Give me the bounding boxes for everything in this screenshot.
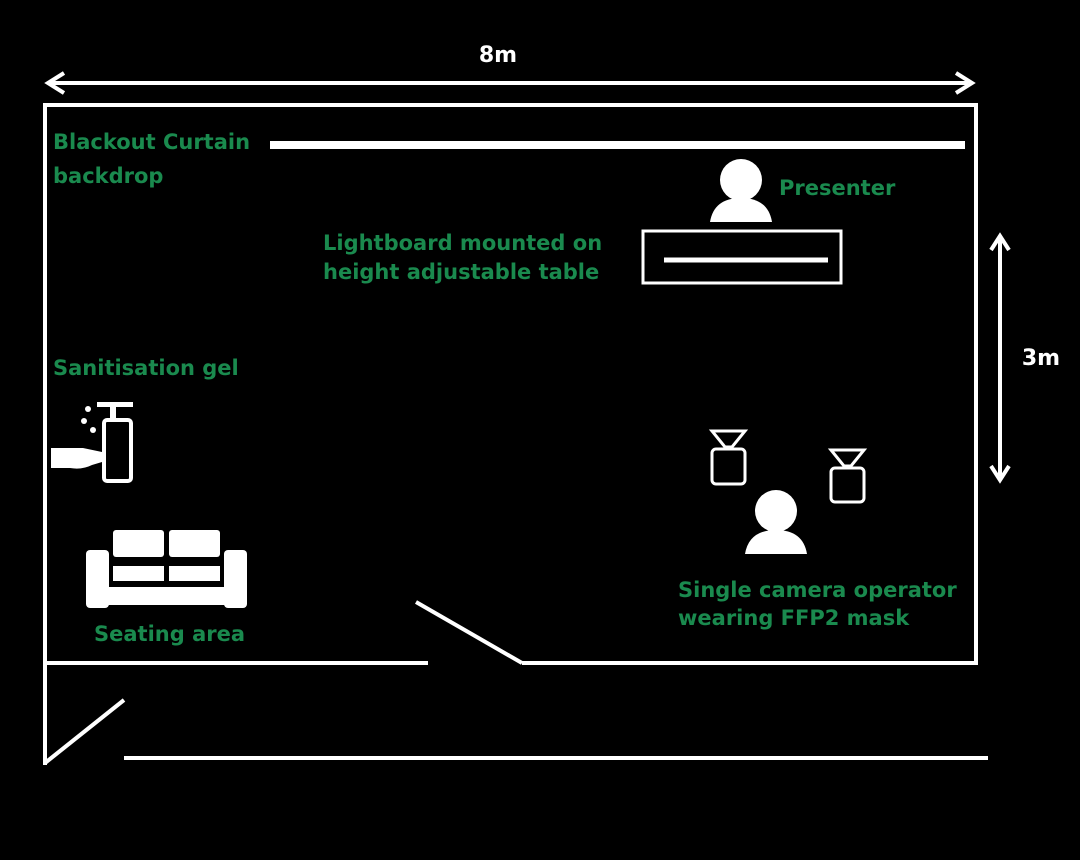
width-dimension-label: 8m bbox=[479, 43, 517, 68]
presenter-person-icon bbox=[710, 159, 772, 222]
depth-dimension-label: 3m bbox=[1022, 346, 1060, 371]
sofa-icon bbox=[86, 530, 247, 608]
presenter-label: Presenter bbox=[779, 176, 896, 200]
operator-label-line1: Single camera operator bbox=[678, 578, 957, 602]
studio-light-icon bbox=[827, 448, 868, 504]
lightboard-label-line2: height adjustable table bbox=[323, 260, 599, 284]
width-dimension-arrow bbox=[44, 71, 976, 95]
lightboard-label-line1: Lightboard mounted on bbox=[323, 231, 602, 255]
studio-light-icon bbox=[708, 429, 749, 486]
lightboard-table-icon bbox=[641, 229, 843, 285]
sanitiser-pump-icon bbox=[51, 402, 133, 483]
sanitiser-label: Sanitisation gel bbox=[53, 356, 239, 380]
operator-label-line2: wearing FFP2 mask bbox=[678, 606, 910, 630]
curtain-label-line1: Blackout Curtain bbox=[53, 130, 250, 154]
depth-dimension-arrow bbox=[989, 232, 1011, 484]
curtain-label-line2: backdrop bbox=[53, 164, 163, 188]
seating-label: Seating area bbox=[94, 622, 245, 646]
room-walls bbox=[43, 103, 988, 765]
operator-person-icon bbox=[745, 490, 807, 554]
